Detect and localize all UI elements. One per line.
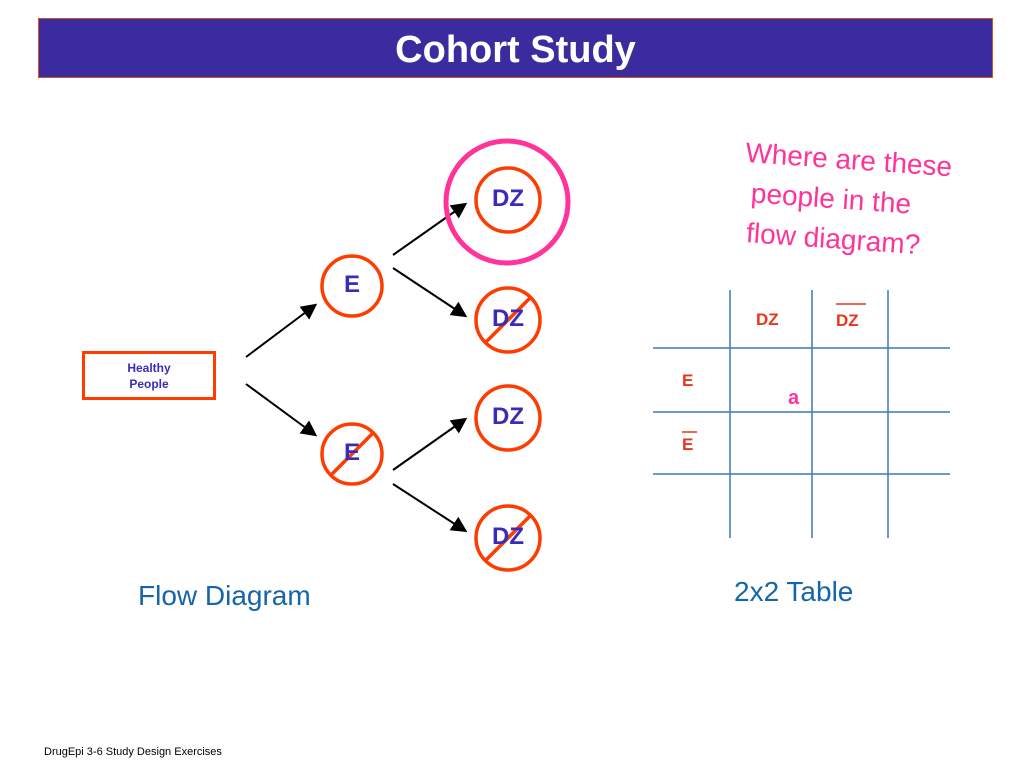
unexposed-node	[320, 422, 384, 486]
highlight-circle	[443, 138, 571, 266]
exposed-no-dz-strike	[483, 295, 533, 345]
unexposed-strike	[329, 431, 375, 477]
exposed-no-dz-node	[474, 286, 542, 354]
exposed-node	[320, 254, 384, 318]
healthy-label-line2: People	[129, 377, 169, 391]
healthy-label-line1: Healthy	[127, 361, 171, 375]
footer-text: DrugEpi 3-6 Study Design Exercises	[44, 746, 222, 758]
unexposed-label: E	[343, 439, 360, 466]
arrow-exposed-to-dz	[392, 202, 468, 256]
flow-diagram-caption: Flow Diagram	[138, 580, 311, 611]
exposed-dz-label: DZ	[492, 185, 524, 212]
page-title: Cohort Study	[395, 29, 636, 71]
arrow-healthy-to-unexposed	[245, 383, 318, 437]
unexposed-no-dz-node	[474, 504, 542, 572]
arrow-exposed-to-no-dz	[392, 267, 468, 318]
unexposed-dz-node	[474, 384, 542, 452]
table-row-e: E	[682, 371, 694, 390]
arrow-unexposed-to-dz	[392, 417, 468, 471]
exposed-label: E	[343, 271, 360, 298]
arrow-unexposed-to-no-dz	[392, 483, 468, 533]
question-text: Where are these people in the flow diagr…	[712, 131, 980, 269]
table-col-dz: DZ	[756, 310, 779, 329]
unexposed-dz-label: DZ	[492, 403, 524, 430]
exposed-dz-node	[474, 166, 542, 234]
unexposed-no-dz-label: DZ	[492, 523, 524, 550]
unexposed-no-dz-strike	[483, 513, 533, 563]
healthy-people-box: Healthy People	[82, 351, 216, 400]
table-row-no-e: E	[682, 435, 694, 454]
arrow-healthy-to-exposed	[245, 303, 318, 358]
exposed-no-dz-label: DZ	[492, 305, 524, 332]
table-col-no-dz: DZ	[836, 311, 859, 330]
table-caption: 2x2 Table	[734, 576, 854, 607]
table-grid	[653, 290, 950, 538]
title-bar: Cohort Study	[38, 18, 993, 78]
table-cell-a: a	[788, 387, 800, 409]
